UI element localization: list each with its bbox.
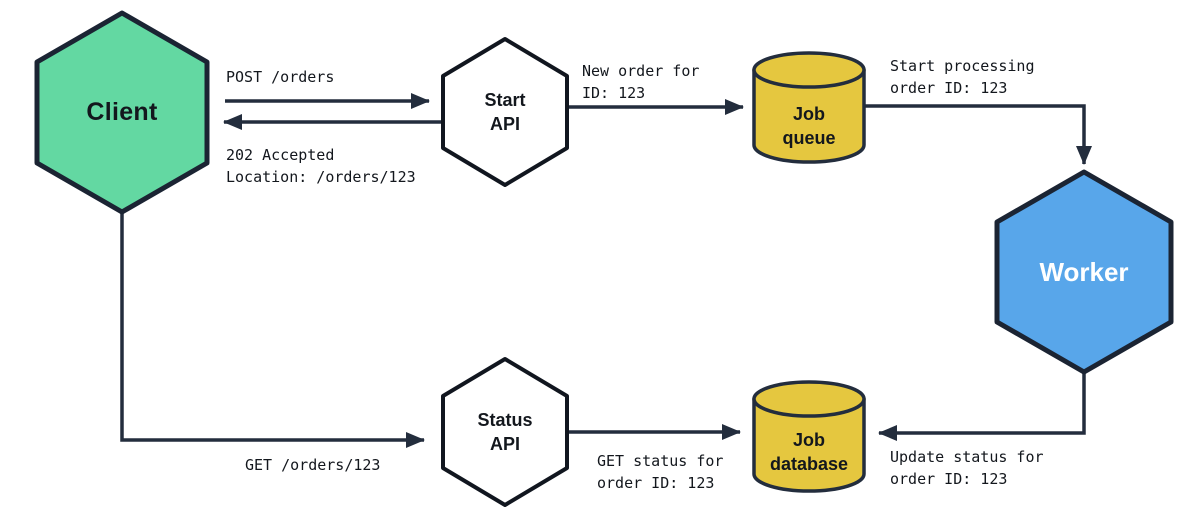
client-node	[34, 10, 210, 215]
edge-label-get-status: GET status for order ID: 123	[597, 452, 724, 492]
edge-label-new-order: New order for ID: 123	[582, 62, 700, 102]
edge-label-start-processing: Start processing order ID: 123	[890, 57, 1035, 97]
edge-label-202-accepted: 202 Accepted Location: /orders/123	[226, 146, 416, 186]
edge-label-get-orders: GET /orders/123	[245, 456, 381, 474]
job-database-node	[752, 380, 866, 493]
arrow-update-status	[878, 372, 1086, 441]
arrow-start-processing	[862, 104, 1092, 165]
edge-label-post-orders: POST /orders	[226, 68, 335, 86]
arrow-get-orders	[120, 210, 425, 448]
edge-label-update-status: Update status for order ID: 123	[890, 448, 1044, 488]
worker-node	[994, 169, 1174, 375]
status-api-node	[441, 357, 569, 507]
job-queue-node	[752, 51, 866, 164]
start-api-node	[441, 37, 569, 187]
